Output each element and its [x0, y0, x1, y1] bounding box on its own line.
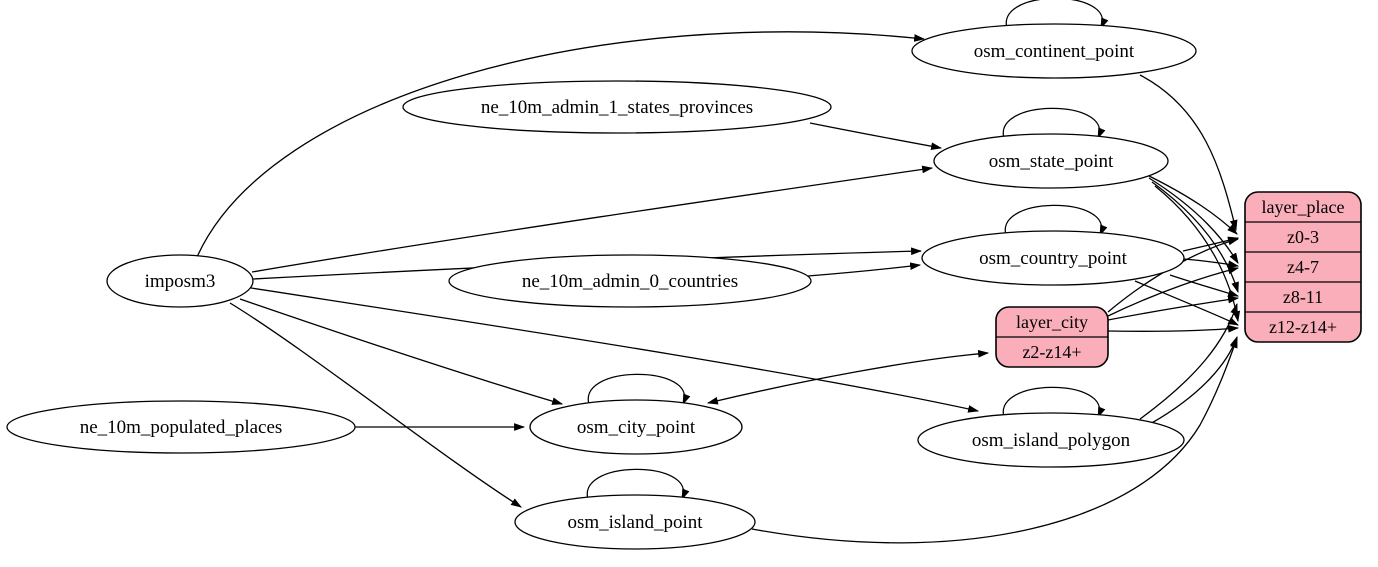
record-row-layer_city-z2-z14+: z2-z14+	[1022, 342, 1081, 362]
node-imposm3: imposm3	[106, 254, 254, 308]
record-row-layer_place-z8-11: z8-11	[1283, 287, 1323, 307]
node-osm_island_polygon: osm_island_polygon	[917, 412, 1185, 468]
edge-osm_state_point-to-layer_place-z0-3	[1144, 173, 1238, 235]
record-row-layer_place-z12-z14+: z12-z14+	[1269, 317, 1337, 337]
edge-osm_island_polygon-to-layer_place-z12-z14+	[1149, 335, 1238, 425]
edge-layer_city-to-layer_place-z12-z14+	[1107, 324, 1240, 333]
edge-imposm3-to-osm_city_point	[239, 298, 564, 405]
node-layer_place: layer_place z0-3 z4-7 z8-11 z12-z14+	[1244, 191, 1362, 343]
edge-osm_city_point-to-layer_city-z2-z14+	[706, 349, 990, 405]
record-row-layer_place-z4-7: z4-7	[1287, 257, 1319, 277]
record-row-layer_place-z0-3: z0-3	[1287, 227, 1319, 247]
node-label-ne_10m_admin_0_countries: ne_10m_admin_0_countries	[522, 271, 738, 292]
record-box-layer_place	[1244, 191, 1362, 343]
table-ellipse-ne_10m_admin_0_countries	[448, 254, 812, 308]
edge-ne_10m_admin_0_countries-to-osm_country_point	[807, 262, 922, 277]
self-loop-edge-osm_continent_point	[1005, 0, 1109, 32]
node-ne_10m_admin_1_states_provinces: ne_10m_admin_1_states_provinces	[402, 80, 832, 134]
node-label-ne_10m_populated_places: ne_10m_populated_places	[80, 417, 283, 438]
table-ellipse-osm_state_point	[933, 133, 1169, 189]
node-label-imposm3: imposm3	[145, 271, 216, 292]
edge-osm_continent_point-to-layer_place-z0-3	[1139, 74, 1238, 232]
table-ellipse-ne_10m_admin_1_states_provinces	[402, 80, 832, 134]
self-loop-edge-osm_island_point	[586, 468, 690, 503]
self-loop-edge-osm_state_point	[1002, 107, 1106, 142]
node-ne_10m_admin_0_countries: ne_10m_admin_0_countries	[448, 254, 812, 308]
record-title-layer_place: layer_place	[1262, 197, 1345, 217]
table-ellipse-osm_island_polygon	[917, 412, 1185, 468]
node-label-ne_10m_admin_1_states_provinces: ne_10m_admin_1_states_provinces	[481, 97, 753, 118]
self-loop-edge-osm_city_point	[587, 373, 691, 408]
table-ellipse-imposm3	[106, 254, 254, 308]
edge-osm_island_polygon-to-layer_place-z8-11	[1139, 302, 1238, 420]
node-osm_island_point: osm_island_point	[514, 494, 756, 550]
edge-osm_country_point-to-layer_place-z4-7	[1183, 258, 1240, 268]
nodes-layer: imposm3 ne_10m_admin_1_states_provincesne…	[6, 23, 1362, 550]
node-osm_city_point: osm_city_point	[529, 399, 743, 455]
node-osm_continent_point: osm_continent_point	[911, 23, 1197, 79]
table-ellipse-osm_island_point	[514, 494, 756, 550]
node-osm_country_point: osm_country_point	[921, 230, 1185, 286]
table-ellipse-osm_city_point	[529, 399, 743, 455]
edge-ne_10m_admin_1_states_provinces-to-osm_state_point	[809, 122, 943, 150]
node-osm_state_point: osm_state_point	[933, 133, 1169, 189]
edge-osm_island_point-to-layer_place-z12-z14+	[751, 336, 1238, 544]
table-ellipse-osm_continent_point	[911, 23, 1197, 79]
edge-imposm3-to-osm_island_point	[229, 302, 522, 508]
edge-osm_country_point-to-layer_place-z12-z14+	[1134, 280, 1239, 326]
node-label-osm_state_point: osm_state_point	[989, 151, 1114, 172]
edge-layer_city-to-layer_place-z4-7	[1107, 266, 1240, 317]
node-label-osm_city_point: osm_city_point	[577, 417, 696, 438]
edge-osm_state_point-to-layer_place-z4-7	[1148, 177, 1239, 264]
edge-osm_state_point-to-layer_place-z8-11	[1151, 181, 1239, 294]
node-label-osm_island_point: osm_island_point	[567, 512, 703, 533]
node-label-osm_continent_point: osm_continent_point	[974, 41, 1135, 62]
edge-imposm3-to-osm_continent_point	[196, 31, 926, 258]
node-ne_10m_populated_places: ne_10m_populated_places	[6, 400, 356, 454]
edge-layer_city-to-layer_place-z8-11	[1107, 295, 1240, 321]
node-label-osm_island_polygon: osm_island_polygon	[972, 430, 1131, 451]
edges-layer	[196, 0, 1241, 544]
self-loop-edge-osm_island_polygon	[1002, 386, 1106, 421]
edge-osm_country_point-to-layer_place-z8-11	[1169, 274, 1240, 297]
self-loop-edge-osm_country_point	[1004, 204, 1108, 239]
node-label-osm_country_point: osm_country_point	[979, 248, 1127, 269]
node-layer_city: layer_city z2-z14+	[995, 306, 1109, 368]
edge-imposm3-to-osm_state_point	[251, 165, 934, 273]
record-title-layer_city: layer_city	[1016, 312, 1088, 332]
table-ellipse-osm_country_point	[921, 230, 1185, 286]
table-ellipse-ne_10m_populated_places	[6, 400, 356, 454]
